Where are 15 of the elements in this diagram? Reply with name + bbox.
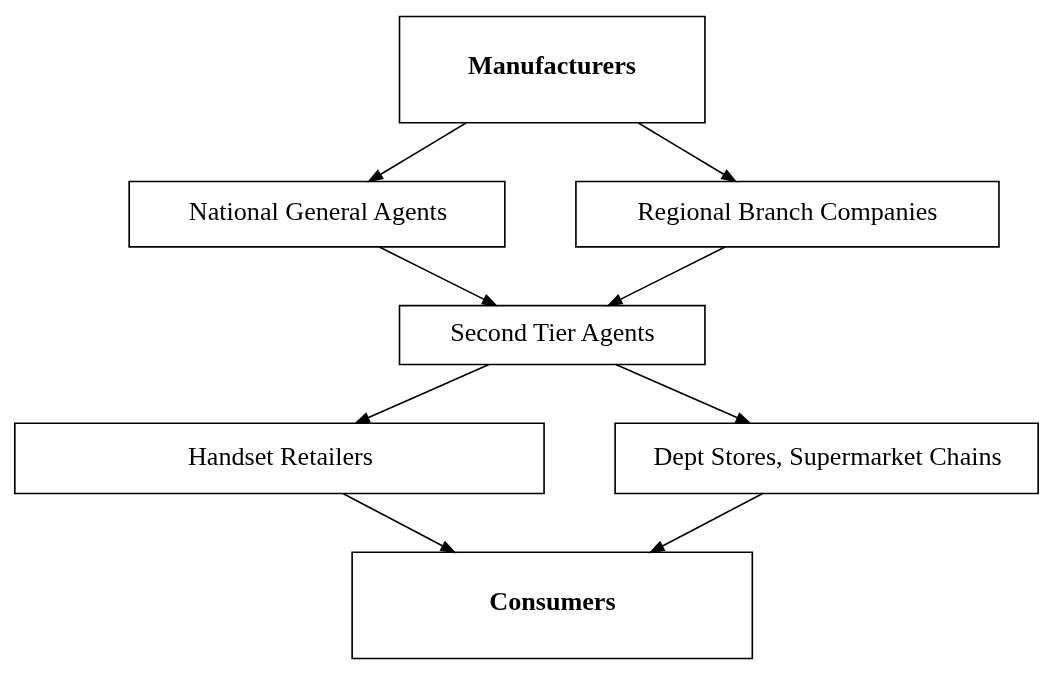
arrow <box>342 492 457 553</box>
arrow <box>648 492 764 553</box>
arrow <box>353 363 490 424</box>
node-box: Second Tier Agents <box>398 304 706 365</box>
node-box: National General Agents <box>128 180 506 248</box>
arrow <box>366 121 467 183</box>
arrow <box>606 245 726 306</box>
arrow <box>378 245 499 306</box>
arrow <box>615 363 752 424</box>
node-box: Dept Stores, Supermarket Chains <box>614 421 1039 494</box>
node-box: Consumers <box>351 550 754 659</box>
node-box: Handset Retailers <box>14 421 545 494</box>
node-box: Manufacturers <box>398 15 706 124</box>
arrow <box>637 121 738 183</box>
node-box: Regional Branch Companies <box>575 180 1000 248</box>
